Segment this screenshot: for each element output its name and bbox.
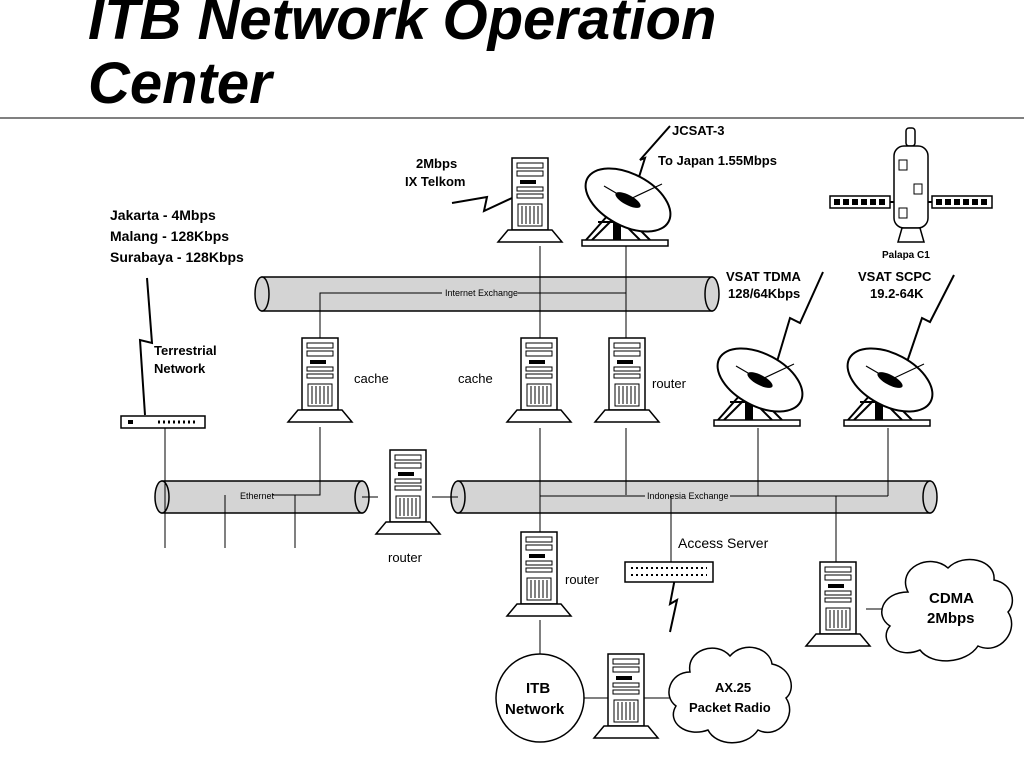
connection-lines — [0, 117, 1024, 699]
cdma-server-icon — [805, 561, 871, 647]
router-top-label: router — [652, 376, 687, 391]
title-line-1: ITB Network Operation — [88, 0, 717, 52]
cdma-cloud — [881, 558, 1014, 662]
indonesia-exchange-pipe — [450, 480, 938, 514]
cdma-label: CDMA — [929, 590, 974, 607]
internet-exchange-label: Internet Exchange — [445, 288, 518, 298]
terrestrial-network-label: Network — [154, 361, 206, 376]
jcsat-dish-icon — [574, 154, 682, 247]
itb-network-circle — [495, 653, 585, 743]
cache-label-1: cache — [354, 371, 389, 386]
title-line-2: Center — [88, 51, 272, 116]
packet-radio-label: Packet Radio — [689, 700, 771, 715]
to-japan-label: To Japan 1.55Mbps — [658, 153, 777, 168]
2mbps-label: 2Mbps — [416, 156, 457, 171]
itb-network-label: Network — [505, 701, 565, 718]
packet-radio-cloud — [668, 646, 792, 744]
access-server-icon — [624, 561, 714, 583]
terrestrial-label: Terrestrial — [154, 343, 217, 358]
ethernet-label: Ethernet — [240, 491, 275, 501]
cache-server-1-icon — [287, 337, 353, 423]
ax25-label: AX.25 — [715, 680, 751, 695]
vsat-scpc-speed-label: 19.2-64K — [870, 286, 924, 301]
jakarta-label: Jakarta - 4Mbps — [110, 207, 216, 223]
surabaya-label: Surabaya - 128Kbps — [110, 249, 244, 265]
access-server-label: Access Server — [678, 535, 769, 551]
vsat-tdma-speed-label: 128/64Kbps — [728, 286, 800, 301]
terrestrial-hub-icon — [120, 415, 206, 429]
router-server-top-icon — [594, 337, 660, 423]
router-server-mid-icon — [375, 449, 441, 535]
vsat-tdma-dish-icon — [706, 334, 814, 427]
satellite-icon — [829, 127, 993, 243]
malang-label: Malang - 128Kbps — [110, 228, 229, 244]
router-server-low-icon — [506, 531, 572, 617]
router-low-label: router — [565, 572, 600, 587]
itb-label: ITB — [526, 680, 550, 697]
ix-telkom-label: IX Telkom — [405, 174, 465, 189]
slide-title: ITB Network Operation Center — [88, 0, 716, 116]
internet-exchange-pipe — [254, 276, 720, 312]
cdma-speed-label: 2Mbps — [927, 610, 975, 627]
jcsat-label: JCSAT-3 — [672, 123, 725, 138]
indonesia-exchange-label: Indonesia Exchange — [647, 491, 729, 501]
packet-radio-server-icon — [593, 653, 659, 739]
vsat-scpc-label: VSAT SCPC — [858, 269, 932, 284]
wireless-link-icons — [138, 125, 955, 633]
cache-server-2-icon — [506, 337, 572, 423]
vsat-tdma-label: VSAT TDMA — [726, 269, 801, 284]
router-mid-label: router — [388, 550, 423, 565]
vsat-scpc-dish-icon — [836, 334, 944, 427]
cache-label-2: cache — [458, 371, 493, 386]
palapa-label: Palapa C1 — [882, 250, 930, 261]
